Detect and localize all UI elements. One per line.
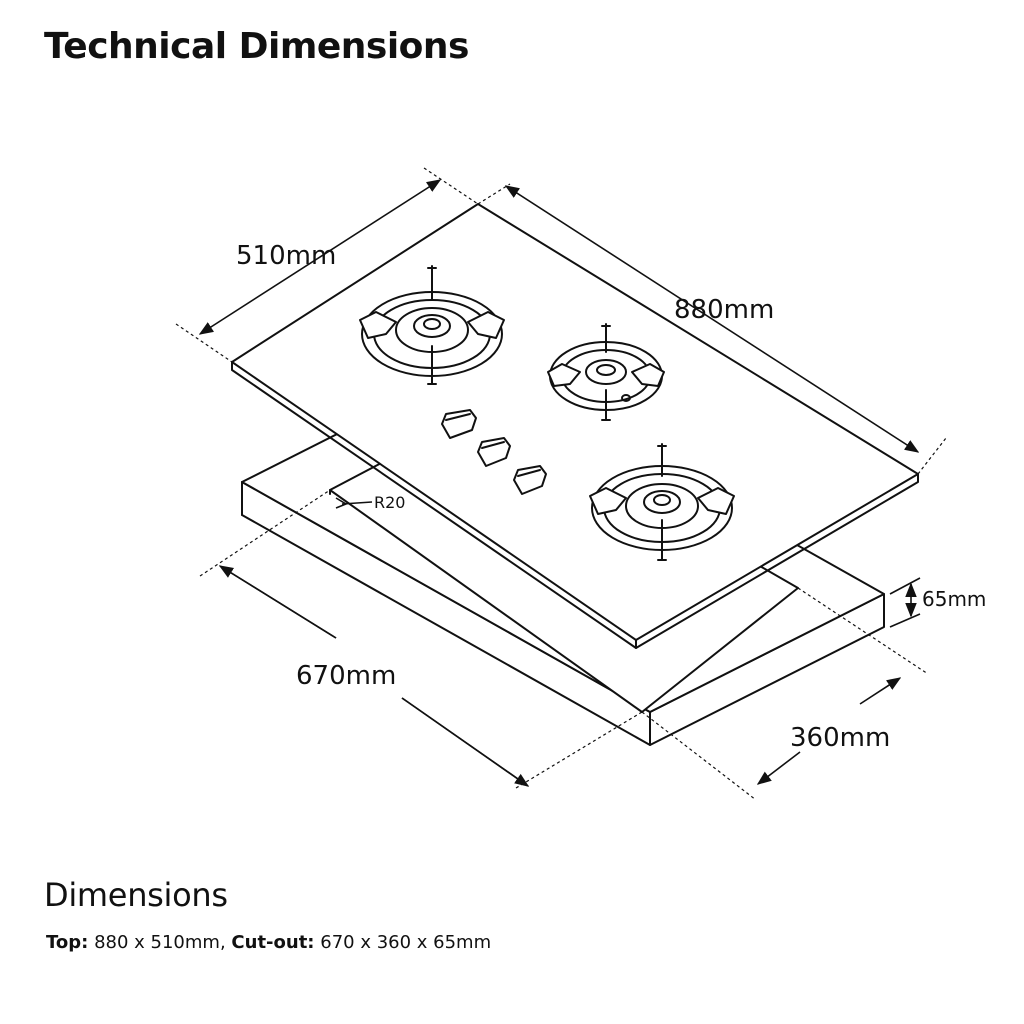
corner-radius-callout: R20 xyxy=(335,493,405,512)
cutout-label: Cut-out: xyxy=(231,932,315,953)
top-value: 880 x 510mm, xyxy=(94,932,226,953)
dimension-top-depth: 510mm xyxy=(175,167,479,363)
dimension-label-360: 360mm xyxy=(790,723,890,753)
dimension-label-670: 670mm xyxy=(296,661,396,691)
control-knob xyxy=(513,465,547,495)
dimension-cutout-depth: 360mm xyxy=(641,587,929,801)
dimensions-heading: Dimensions xyxy=(44,876,228,914)
top-label: Top: xyxy=(46,932,89,953)
burner-large-right xyxy=(589,443,735,561)
page-title: Technical Dimensions xyxy=(44,26,469,67)
dimension-label-510: 510mm xyxy=(236,241,336,271)
dimension-cutout-width: 670mm xyxy=(199,489,643,789)
cutout-value: 670 x 360 x 65mm xyxy=(320,932,492,953)
corner-radius-label: R20 xyxy=(374,493,405,512)
dimension-label-65: 65mm xyxy=(922,587,986,611)
dimension-cutout-height: 65mm xyxy=(889,577,986,628)
dimension-label-880: 880mm xyxy=(674,295,774,325)
dimension-top-width: 880mm xyxy=(477,183,947,475)
dimensions-spec: Top: 880 x 510mm, Cut-out: 670 x 360 x 6… xyxy=(46,932,491,953)
control-knob xyxy=(441,409,477,439)
